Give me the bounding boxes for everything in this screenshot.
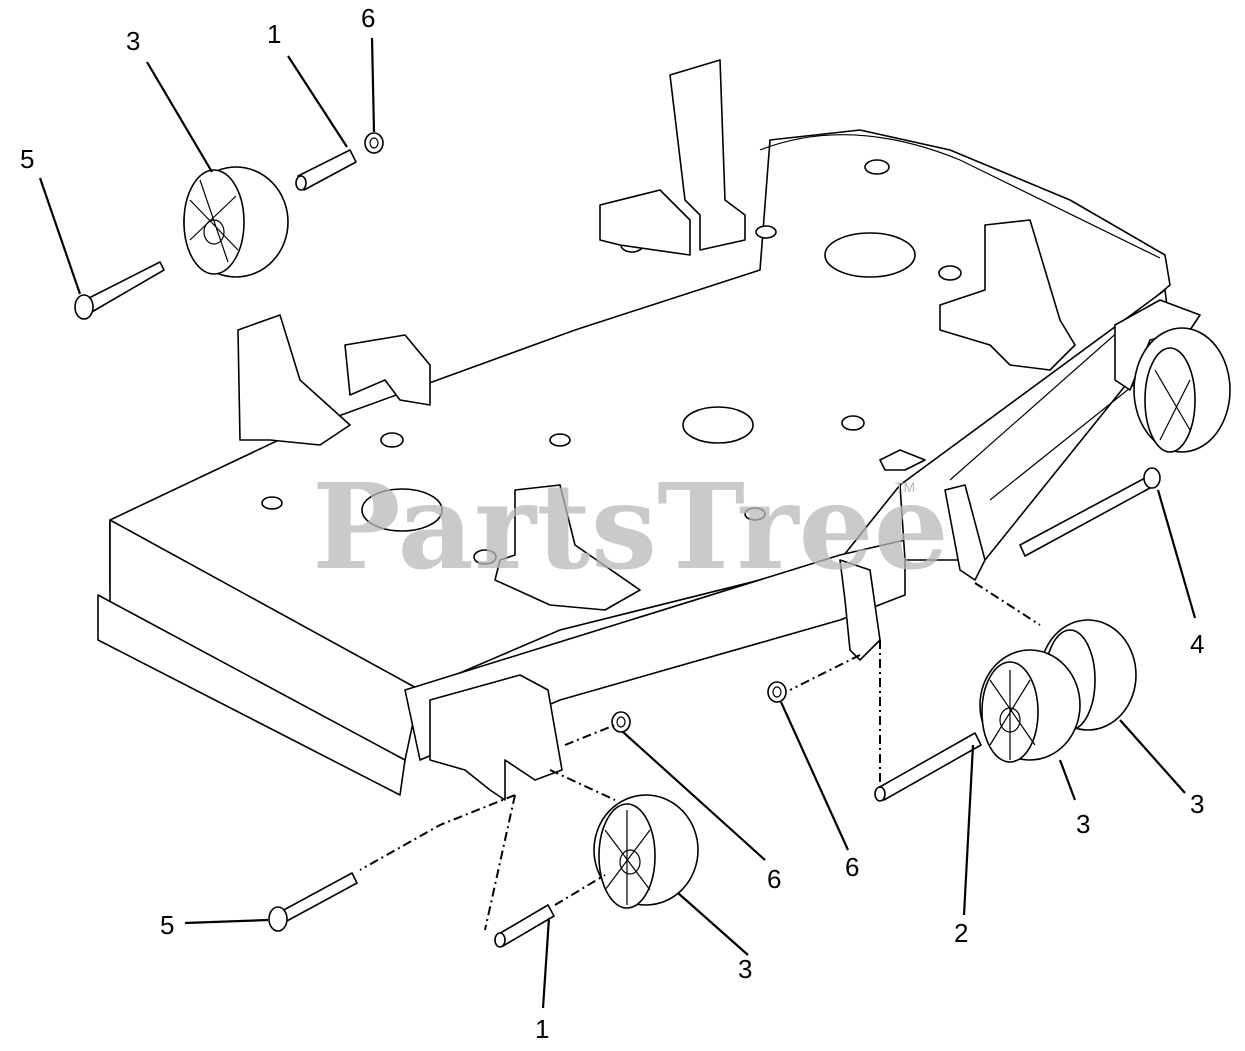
bolt-5-top-left <box>74 261 165 320</box>
callout-6-top: 6 <box>361 3 375 33</box>
callout-5-bottom-left: 5 <box>160 910 174 940</box>
gauge-wheel-bottom <box>593 794 699 909</box>
bolt-5-bottom-left <box>268 872 358 932</box>
spacer-1-bottom <box>494 904 555 948</box>
spacer-1-top <box>295 149 357 191</box>
assembly-lines <box>359 582 1041 931</box>
callout-labels: 3 1 6 5 4 3 3 6 6 2 5 3 1 <box>20 3 1204 1044</box>
gauge-wheel-rear-right <box>1133 327 1231 453</box>
watermark-trademark: TM <box>895 479 915 495</box>
leader-lines <box>38 37 1197 1009</box>
callout-3-right-inner: 3 <box>1076 809 1090 839</box>
gauge-wheel-right-front-pair <box>979 649 1081 763</box>
callout-3-top-left: 3 <box>126 26 140 56</box>
spacer-2-right <box>874 732 982 802</box>
callout-2-bottom: 2 <box>954 918 968 948</box>
mower-deck <box>97 59 1171 796</box>
callout-3-right-outer: 3 <box>1190 789 1204 819</box>
rear-right-wheel-bracket <box>944 299 1201 581</box>
callout-3-bottom: 3 <box>738 954 752 984</box>
nut-6-mid-left <box>611 711 631 733</box>
nut-6-top <box>364 132 384 154</box>
gauge-wheel-top-left <box>183 166 289 278</box>
callout-6-mid-right: 6 <box>845 852 859 882</box>
callout-5-top-left: 5 <box>20 144 34 174</box>
watermark-text: PartsTree <box>312 457 949 596</box>
callout-1-bottom: 1 <box>535 1014 549 1044</box>
nut-6-mid-right <box>767 681 787 703</box>
callout-6-mid-left: 6 <box>767 864 781 894</box>
callout-1-top: 1 <box>267 19 281 49</box>
callout-4-right: 4 <box>1190 629 1204 659</box>
front-right-wheel-bracket <box>839 559 881 661</box>
bolt-4-right <box>1019 467 1161 557</box>
front-left-wheel-bracket <box>429 674 563 801</box>
